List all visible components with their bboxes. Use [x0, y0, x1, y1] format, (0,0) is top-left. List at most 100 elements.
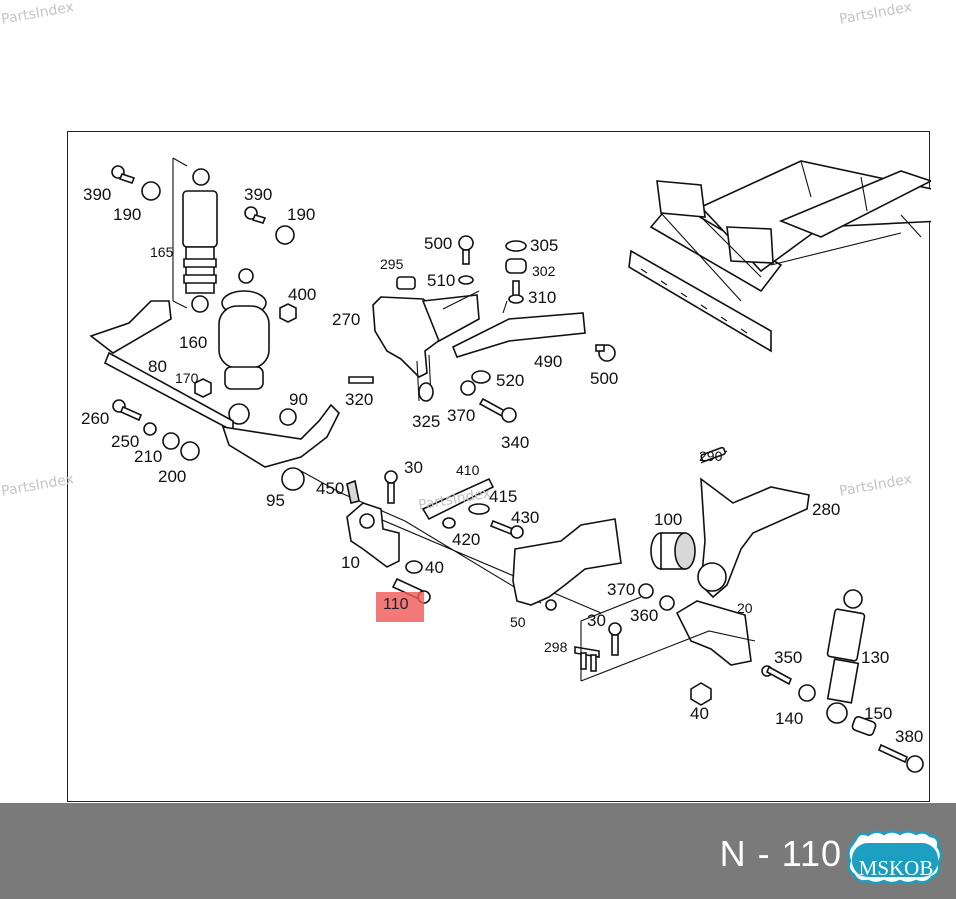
label-310: 310: [528, 288, 556, 307]
label-500b: 500: [590, 369, 618, 388]
label-290: 290: [699, 448, 723, 464]
label-20: 20: [737, 600, 753, 616]
brand-badge: [847, 830, 943, 885]
bolt-380: [877, 743, 924, 773]
label-490: 490: [534, 352, 562, 371]
label-210: 210: [134, 447, 162, 466]
label-298: 298: [544, 639, 568, 655]
label-130: 130: [861, 648, 889, 667]
label-320: 320: [345, 390, 373, 409]
bolt-390a: [111, 165, 136, 184]
pin-295: [396, 276, 416, 290]
footer-bar: N - 110: [0, 803, 956, 899]
part-labels: 390 190 165 390 190 400 160 80 170 90 26…: [81, 185, 923, 746]
washer-420: [442, 517, 456, 529]
label-360: 360: [630, 606, 658, 625]
label-390b: 390: [244, 185, 272, 204]
label-260: 260: [81, 409, 109, 428]
label-190b: 190: [287, 205, 315, 224]
bushing-150: [851, 715, 877, 737]
bushing-140: [798, 684, 816, 702]
label-420: 420: [452, 530, 480, 549]
highlight-110-label: 110: [383, 596, 409, 613]
label-140: 140: [775, 709, 803, 728]
label-270: 270: [332, 310, 360, 329]
washer-90: [279, 408, 297, 426]
label-90: 90: [289, 390, 308, 409]
label-40b: 40: [690, 704, 709, 723]
label-415: 415: [489, 487, 517, 506]
label-400: 400: [288, 285, 316, 304]
rubber-520: [471, 370, 491, 384]
highlight-110: [376, 592, 424, 622]
bushing-415: [468, 503, 490, 515]
label-40a: 40: [425, 558, 444, 577]
label-430: 430: [511, 508, 539, 527]
label-160: 160: [179, 333, 207, 352]
stabilizer-bracket: [89, 300, 172, 354]
pin-320: [348, 376, 374, 384]
washer-370b: [638, 583, 654, 599]
bolt-500b: [595, 344, 616, 362]
bolt-260: [112, 399, 143, 422]
bushing-95: [281, 467, 305, 491]
bracket-490: [451, 312, 586, 358]
label-370b: 370: [607, 580, 635, 599]
bushing-190a: [141, 181, 161, 201]
washer-305: [505, 240, 527, 252]
label-450: 450: [316, 479, 344, 498]
bolt-340: [478, 397, 517, 423]
bracket-270: [372, 296, 442, 378]
label-190a: 190: [113, 205, 141, 224]
bracket-50: [512, 518, 622, 606]
label-370a: 370: [447, 406, 475, 425]
exploded-parts-diagram: 390 190 165 390 190 400 160 80 170 90 26…: [81, 157, 931, 773]
part-code: N - 110: [719, 833, 842, 874]
badge-text: MSKOB: [858, 856, 934, 880]
label-410: 410: [456, 462, 480, 478]
label-30b: 30: [587, 611, 606, 630]
bushing-325: [418, 382, 434, 402]
label-350: 350: [774, 648, 802, 667]
bolt-500a: [458, 235, 474, 265]
washer-250: [143, 422, 157, 436]
nut-40a: [405, 560, 423, 574]
watermark-top-right: PartsIndex: [838, 0, 914, 28]
rubber-302: [505, 258, 527, 274]
label-100: 100: [654, 510, 682, 529]
nut-400: [279, 303, 297, 323]
bracket-plate: [421, 294, 480, 343]
label-50: 50: [510, 614, 526, 630]
bracket-298: [574, 646, 600, 672]
air-spring-160: [218, 268, 270, 425]
bolt-30a: [384, 470, 398, 504]
stabilizer-bar-80: [103, 351, 234, 433]
link-410: [421, 477, 495, 521]
label-380: 380: [895, 727, 923, 746]
bushing-190b: [275, 225, 295, 245]
label-30a: 30: [404, 458, 423, 477]
label-295: 295: [380, 256, 404, 272]
watermark-mid-left: PartsIndex: [0, 471, 76, 500]
bracket-20: [675, 600, 752, 666]
label-340: 340: [501, 433, 529, 452]
label-200: 200: [158, 467, 186, 486]
bolt-30b: [608, 622, 622, 656]
pin-290: [700, 446, 726, 463]
label-250: 250: [111, 432, 139, 451]
washer-370a: [460, 380, 476, 396]
shock-absorber-165: [182, 168, 218, 313]
nut-170: [194, 378, 212, 398]
label-170: 170: [175, 370, 199, 386]
label-325: 325: [412, 412, 440, 431]
bushing-100: [650, 532, 696, 570]
chassis-frame-illustration: [628, 160, 931, 353]
label-165: 165: [150, 244, 174, 260]
bolt-390b: [244, 206, 267, 224]
bolt-350: [761, 665, 793, 686]
label-10: 10: [341, 553, 360, 572]
label-520: 520: [496, 371, 524, 390]
label-302: 302: [532, 263, 556, 279]
watermark-top-left: PartsIndex: [0, 0, 76, 28]
control-arm-90: [221, 403, 340, 468]
